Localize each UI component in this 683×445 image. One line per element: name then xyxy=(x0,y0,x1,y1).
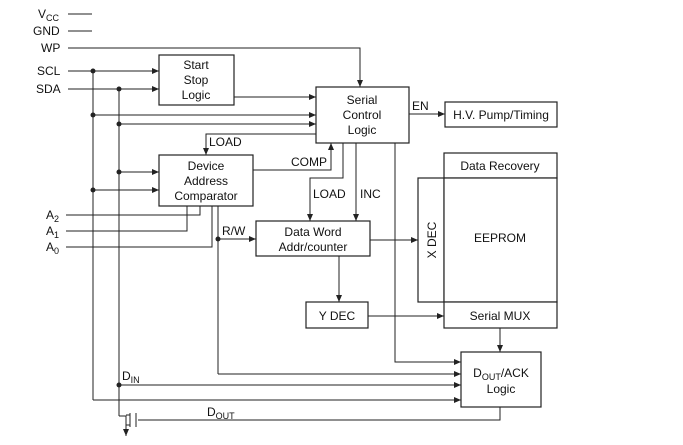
pin-gnd: GND xyxy=(33,24,60,38)
block-data-word-addr-counter: Data Word Addr/counter xyxy=(255,220,371,257)
svg-text:Logic: Logic xyxy=(487,382,516,396)
block-start-stop-logic: Start Stop Logic xyxy=(158,54,235,106)
svg-text:EEPROM: EEPROM xyxy=(474,231,526,245)
signal-load-mid: LOAD xyxy=(313,187,346,201)
junction-dots xyxy=(90,68,221,388)
block-serial-control-logic: Serial Control Logic xyxy=(315,86,410,144)
block-eeprom: EEPROM xyxy=(443,177,558,303)
svg-text:Y DEC: Y DEC xyxy=(319,309,356,323)
pin-scl: SCL xyxy=(37,64,61,78)
svg-text:Logic: Logic xyxy=(182,88,211,102)
signal-comp: COMP xyxy=(291,155,327,169)
svg-text:Data Recovery: Data Recovery xyxy=(460,159,539,173)
signal-rw: R/W xyxy=(222,224,246,238)
svg-text:Comparator: Comparator xyxy=(174,189,237,203)
svg-text:Addr/counter: Addr/counter xyxy=(279,240,348,254)
svg-text:Device: Device xyxy=(188,159,225,173)
svg-text:Control: Control xyxy=(343,108,382,122)
svg-text:Address: Address xyxy=(184,174,228,188)
wires xyxy=(66,13,503,436)
svg-text:Logic: Logic xyxy=(348,123,377,137)
svg-text:Stop: Stop xyxy=(184,73,209,87)
svg-text:Serial: Serial xyxy=(347,93,378,107)
block-data-recovery: Data Recovery xyxy=(443,152,558,179)
pin-a1: A1 xyxy=(46,224,59,240)
pin-vcc: VCC xyxy=(38,7,60,23)
pin-a0: A0 xyxy=(46,240,59,256)
svg-text:X DEC: X DEC xyxy=(425,221,439,258)
block-x-dec: X DEC xyxy=(417,177,445,303)
signal-inc: INC xyxy=(360,187,381,201)
pin-wp: WP xyxy=(41,41,60,55)
signal-en: EN xyxy=(412,99,429,113)
svg-text:Serial MUX: Serial MUX xyxy=(470,309,531,323)
pin-sda: SDA xyxy=(36,82,61,96)
signal-dout: DOUT xyxy=(207,405,235,421)
block-device-address-comparator: Device Address Comparator xyxy=(158,154,254,207)
signal-din: DIN xyxy=(122,369,140,385)
svg-text:Start: Start xyxy=(183,58,209,72)
block-serial-mux: Serial MUX xyxy=(443,301,558,329)
signal-load-top: LOAD xyxy=(209,135,242,149)
block-hv-pump-timing: H.V. Pump/Timing xyxy=(444,101,558,128)
svg-text:Data Word: Data Word xyxy=(284,225,341,239)
pin-a2: A2 xyxy=(46,208,59,224)
svg-text:DOUT/ACK: DOUT/ACK xyxy=(473,366,529,382)
svg-text:H.V. Pump/Timing: H.V. Pump/Timing xyxy=(453,108,549,122)
block-y-dec: Y DEC xyxy=(305,301,369,329)
block-dout-ack-logic: DOUT/ACK Logic xyxy=(460,351,542,408)
